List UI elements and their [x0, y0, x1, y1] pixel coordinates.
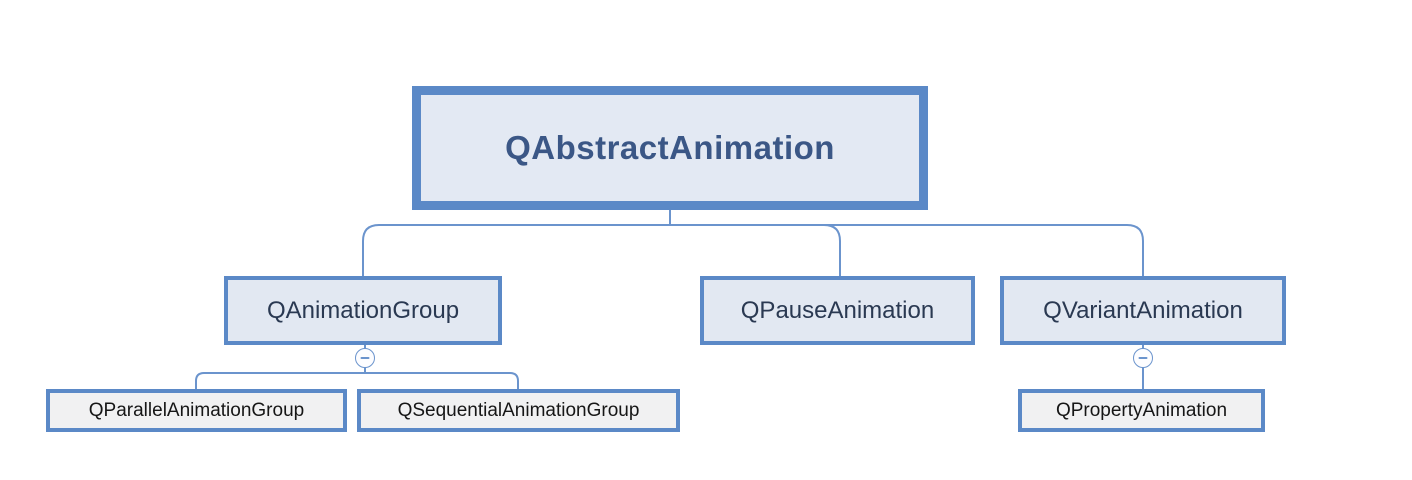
class-node-label: QAnimationGroup [266, 296, 460, 324]
class-node-qvariantanimation[interactable]: QVariantAnimation [1000, 276, 1286, 345]
collapse-minus-icon[interactable] [355, 348, 375, 368]
class-node-label: QAbstractAnimation [505, 129, 835, 166]
class-node-label: QPropertyAnimation [1055, 399, 1228, 421]
class-node-qanimationgroup[interactable]: QAnimationGroup [224, 276, 502, 345]
class-node-qpauseanimation[interactable]: QPauseAnimation [700, 276, 975, 345]
connector-group-subrail [195, 372, 519, 390]
class-node-qpropertyanimation[interactable]: QPropertyAnimation [1018, 389, 1265, 432]
minus-glyph [1138, 357, 1148, 359]
connector-main-rail [362, 224, 1144, 277]
minus-glyph [360, 357, 370, 359]
class-node-label: QParallelAnimationGroup [88, 399, 305, 421]
class-node-label: QSequentialAnimationGroup [397, 399, 640, 421]
collapse-minus-icon[interactable] [1133, 348, 1153, 368]
class-node-label: QPauseAnimation [740, 296, 935, 324]
class-node-label: QVariantAnimation [1043, 296, 1243, 324]
connector-pause-drop [823, 224, 841, 277]
class-node-qabstractanimation[interactable]: QAbstractAnimation [412, 86, 928, 210]
class-node-qparallelanimationgroup[interactable]: QParallelAnimationGroup [46, 389, 347, 432]
class-node-qsequentialanimationgroup[interactable]: QSequentialAnimationGroup [357, 389, 680, 432]
